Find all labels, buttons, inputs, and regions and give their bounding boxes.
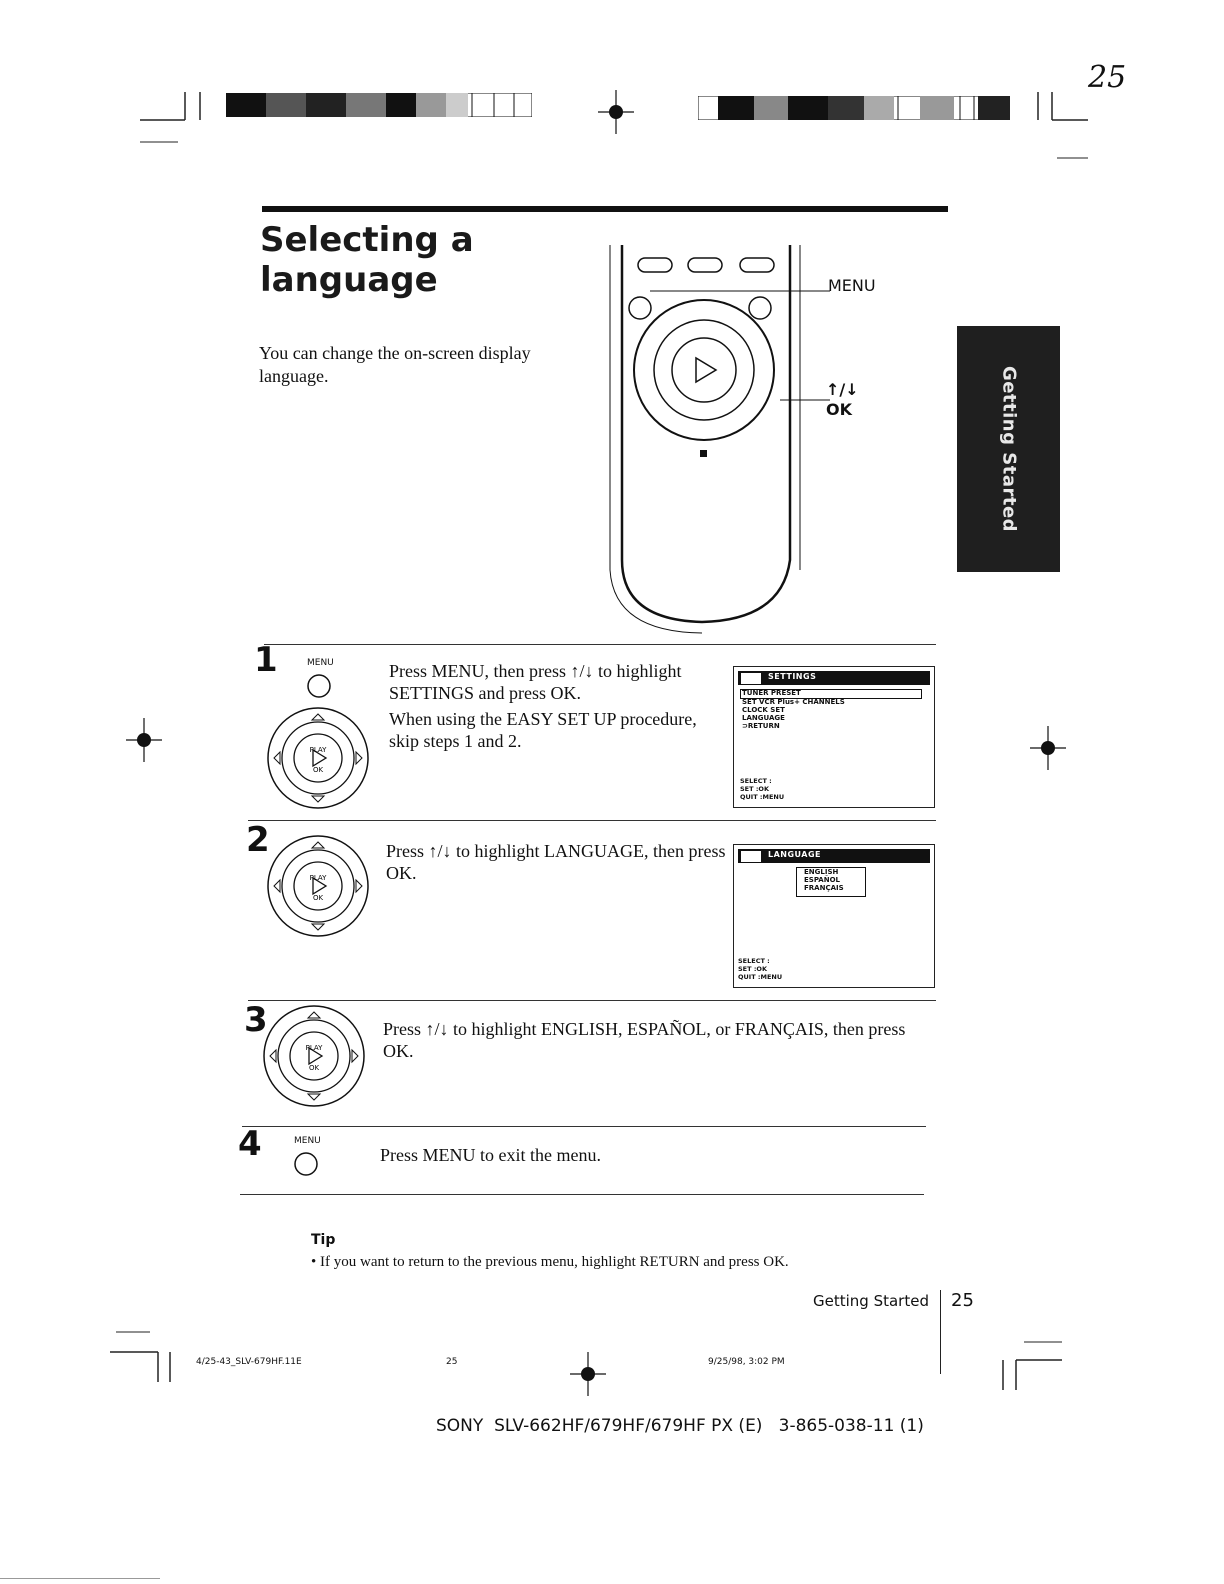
osd2-item-3: FRANÇAIS	[804, 884, 844, 892]
step-number-4: 4	[238, 1124, 262, 1164]
print-page-number: 25	[446, 1357, 458, 1367]
step-1-text-a: Press MENU, then press ↑/↓ to highlight …	[389, 661, 682, 703]
page-title: Selecting a language	[260, 220, 474, 300]
model-line: SONY SLV-662HF/679HF/679HF PX (E) 3-865-…	[436, 1416, 924, 1436]
section-tab: Getting Started	[957, 326, 1060, 572]
step-4-key-label: MENU	[294, 1136, 321, 1146]
osd1-item-3: CLOCK SET	[742, 706, 785, 714]
osd2-item-2: ESPAÑOL	[804, 876, 840, 884]
osd-language-screen: LANGUAGE ENGLISH ESPAÑOL FRANÇAIS SELECT…	[733, 844, 935, 988]
color-bar-left	[226, 93, 532, 117]
step-2-text: Press ↑/↓ to highlight LANGUAGE, then pr…	[386, 841, 726, 883]
jog-dial-icon	[263, 1005, 365, 1107]
bottom-edge-rule	[0, 1578, 160, 1579]
crop-marks-bottom	[110, 1331, 1062, 1390]
osd1-item-5: ⊃RETURN	[742, 722, 780, 730]
osd2-footer-1: SELECT :	[738, 957, 770, 965]
step-1-text-b: When using the EASY SET UP procedure, sk…	[389, 709, 697, 751]
step-3-text: Press ↑/↓ to highlight ENGLISH, ESPAÑOL,…	[383, 1019, 906, 1061]
osd2-item-1: ENGLISH	[804, 868, 839, 876]
osd1-highlight	[740, 689, 922, 699]
osd1-footer-3: QUIT :MENU	[740, 793, 785, 801]
osd1-title: SETTINGS	[768, 672, 817, 681]
registration-target-bottom	[570, 1352, 606, 1396]
step-rule-5	[240, 1194, 924, 1195]
step-rule-2	[248, 820, 936, 821]
osd2-footer-2: SET :OK	[738, 965, 767, 973]
step-number-3: 3	[244, 1000, 268, 1040]
title-line-2: language	[260, 260, 438, 300]
page-mark: 25	[1088, 60, 1127, 95]
tip-title: Tip	[311, 1232, 336, 1248]
registration-target-left	[126, 718, 162, 762]
step-rule-3	[248, 1000, 936, 1001]
menu-button-icon	[307, 674, 331, 698]
print-date: 9/25/98, 3:02 PM	[708, 1357, 785, 1367]
osd2-footer-3: QUIT :MENU	[738, 973, 783, 981]
osd1-footer-2: SET :OK	[740, 785, 769, 793]
menu-button-icon	[294, 1152, 318, 1176]
color-bar-right	[698, 96, 1010, 120]
heading-rule	[262, 206, 948, 212]
step-rule-4	[242, 1126, 926, 1127]
osd2-list-box	[796, 867, 866, 897]
crop-marks-top	[140, 92, 1088, 159]
remote-label-ok: OK	[826, 400, 852, 419]
tip-text: • If you want to return to the previous …	[311, 1254, 789, 1270]
osd-settings-screen: SETTINGS TUNER PRESET SET VCR Plus+ CHAN…	[733, 666, 935, 808]
step-rule-1	[264, 644, 936, 645]
osd1-item-4: LANGUAGE	[742, 714, 785, 722]
section-tab-label: Getting Started	[998, 365, 1019, 533]
osd1-item-2: SET VCR Plus+ CHANNELS	[742, 698, 845, 706]
osd2-title: LANGUAGE	[768, 850, 822, 859]
title-line-1: Selecting a	[260, 220, 474, 260]
registration-target-top	[598, 90, 634, 134]
jog-dial-icon	[267, 707, 369, 809]
step-number-2: 2	[246, 820, 270, 860]
step-number-1: 1	[254, 640, 278, 680]
osd1-item-1: TUNER PRESET	[742, 689, 801, 697]
footer-page-number: 25	[951, 1290, 974, 1311]
intro-text: You can change the on-screen display lan…	[259, 343, 531, 386]
footer-divider	[940, 1290, 941, 1374]
osd1-footer-1: SELECT :	[740, 777, 772, 785]
registration-target-right	[1030, 726, 1066, 770]
jog-dial-icon	[267, 835, 369, 937]
print-file-name: 4/25-43_SLV-679HF.11E	[196, 1357, 302, 1367]
remote-label-menu: MENU	[828, 276, 876, 295]
step-1-key-label: MENU	[307, 658, 334, 668]
remote-control-illustration	[609, 245, 830, 634]
remote-label-arrows: ↑/↓	[826, 380, 859, 399]
step-4-text: Press MENU to exit the menu.	[380, 1145, 601, 1165]
footer-section-name: Getting Started	[813, 1292, 929, 1310]
